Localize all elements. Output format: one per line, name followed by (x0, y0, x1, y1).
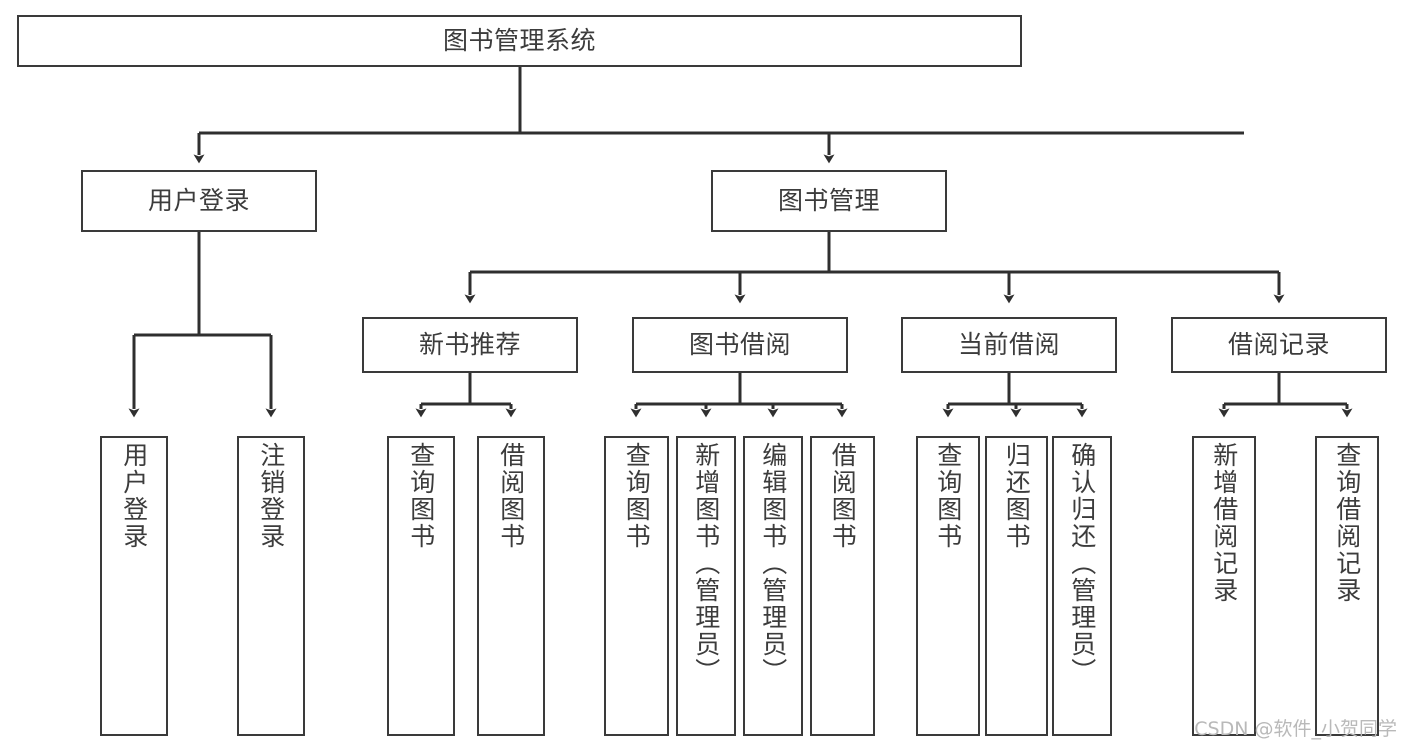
node-book-management[interactable]: 图书管理 (711, 170, 947, 232)
leaf-label: 查询图书 (933, 442, 963, 550)
leaf-label: 编辑图书（管理员） (758, 442, 788, 685)
node-borrow-record[interactable]: 借阅记录 (1171, 317, 1387, 373)
leaf-recommend-borrow-book[interactable]: 借阅图书 (477, 436, 545, 736)
node-new-book-recommend[interactable]: 新书推荐 (362, 317, 578, 373)
node-root-label: 图书管理系统 (442, 26, 596, 56)
leaf-borrow-edit-book-admin[interactable]: 编辑图书（管理员） (743, 436, 803, 736)
leaf-label: 新增借阅记录 (1209, 442, 1239, 604)
node-current-borrow[interactable]: 当前借阅 (901, 317, 1117, 373)
leaf-label: 借阅图书 (828, 442, 858, 550)
node-book-borrow-label: 图书借阅 (688, 330, 791, 360)
leaf-label: 借阅图书 (496, 442, 526, 550)
leaf-label: 查询借阅记录 (1332, 442, 1362, 604)
leaf-label: 注销登录 (256, 442, 286, 550)
node-current-borrow-label: 当前借阅 (957, 330, 1060, 360)
node-borrow-record-label: 借阅记录 (1227, 330, 1330, 360)
leaf-record-query-record[interactable]: 查询借阅记录 (1315, 436, 1379, 736)
node-book-management-label: 图书管理 (777, 186, 880, 216)
leaf-label: 查询图书 (406, 442, 436, 550)
leaf-label: 查询图书 (622, 442, 652, 550)
leaf-label: 新增图书（管理员） (691, 442, 721, 685)
leaf-user-login-logout[interactable]: 注销登录 (237, 436, 305, 736)
leaf-current-query-book[interactable]: 查询图书 (916, 436, 980, 736)
leaf-user-login-login[interactable]: 用户登录 (100, 436, 168, 736)
leaf-recommend-query-book[interactable]: 查询图书 (387, 436, 455, 736)
leaf-current-confirm-return-admin[interactable]: 确认归还（管理员） (1052, 436, 1112, 736)
leaf-label: 归还图书 (1002, 442, 1032, 550)
node-user-login[interactable]: 用户登录 (81, 170, 317, 232)
leaf-borrow-query-book[interactable]: 查询图书 (604, 436, 669, 736)
node-new-book-recommend-label: 新书推荐 (418, 330, 521, 360)
node-book-borrow[interactable]: 图书借阅 (632, 317, 848, 373)
leaf-label: 用户登录 (119, 442, 149, 550)
leaf-borrow-borrow-book[interactable]: 借阅图书 (810, 436, 875, 736)
leaf-label: 确认归还（管理员） (1067, 442, 1097, 685)
leaf-record-add-record[interactable]: 新增借阅记录 (1192, 436, 1256, 736)
node-user-login-label: 用户登录 (147, 186, 250, 216)
leaf-borrow-add-book-admin[interactable]: 新增图书（管理员） (676, 436, 736, 736)
node-root-book-management-system[interactable]: 图书管理系统 (17, 15, 1022, 67)
leaf-current-return-book[interactable]: 归还图书 (985, 436, 1048, 736)
